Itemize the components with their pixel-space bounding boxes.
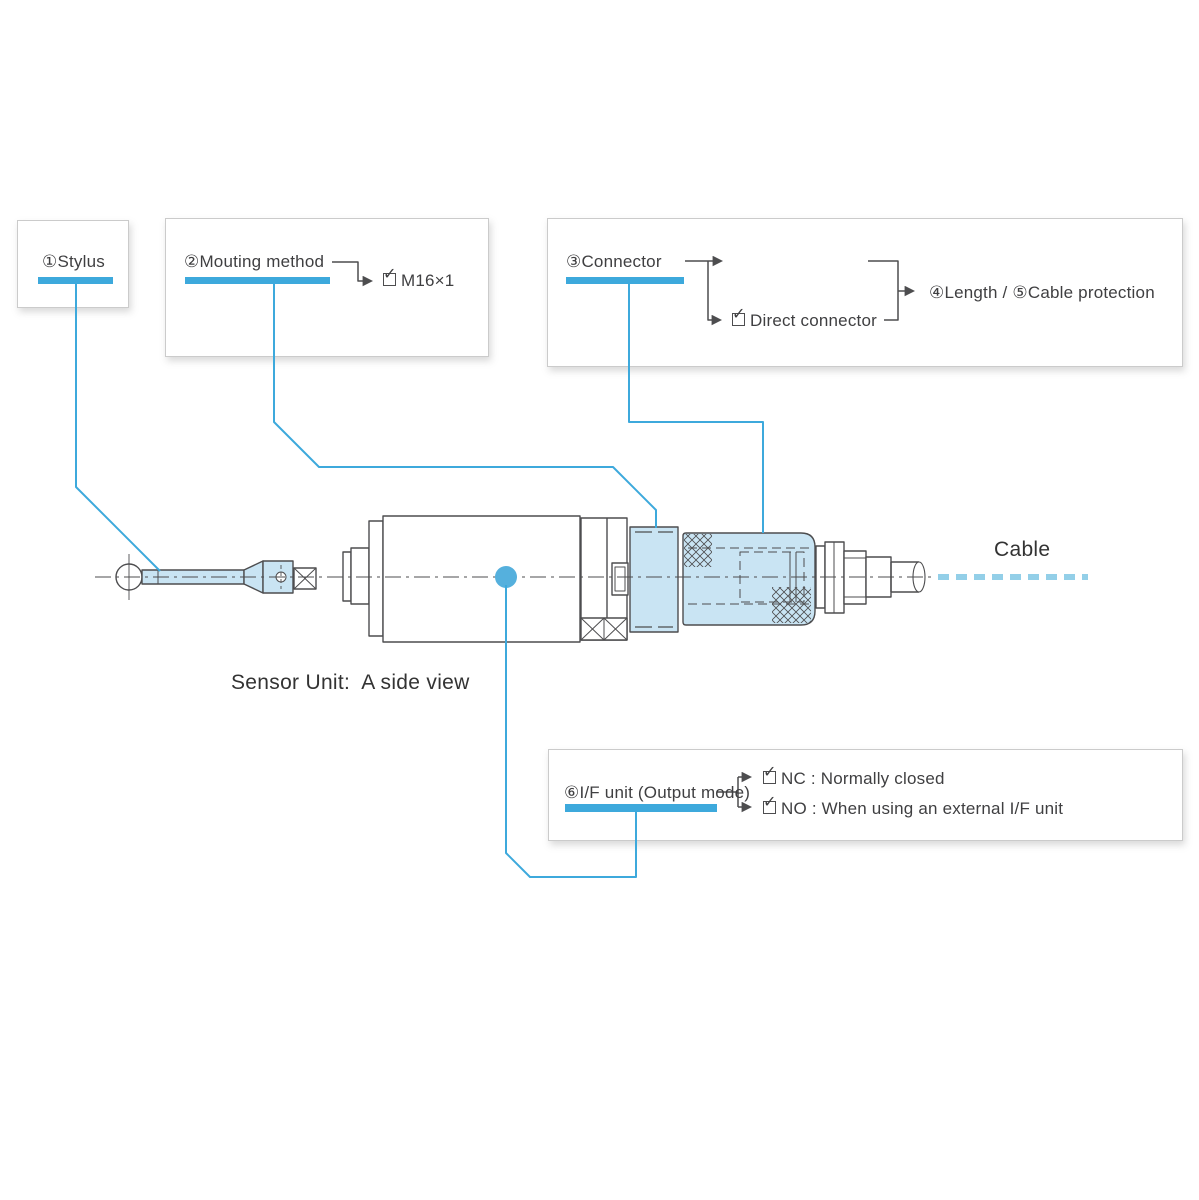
stylus-shaft <box>141 560 294 594</box>
checkbox-checked-icon: ✓ <box>763 765 776 784</box>
mounting-ring <box>629 526 679 633</box>
checkbox-checked-icon: ✓ <box>763 795 776 814</box>
if-unit-dot <box>495 566 517 588</box>
option-no: ✓ NO : When using an external I/F unit <box>763 795 1064 819</box>
drawing-caption: Sensor Unit: A side view <box>231 671 470 694</box>
option-m16x1-label: M16×1 <box>401 271 455 290</box>
cable-label: Cable <box>994 538 1051 561</box>
if-unit-label: ⑥I/F unit (Output mode) <box>564 783 751 802</box>
if-unit-underline <box>565 804 717 812</box>
mounting-label: ②Mouting method <box>184 252 325 271</box>
connector-body <box>682 532 816 626</box>
stylus-underline <box>38 277 113 284</box>
option-direct-connector-label: Direct connector <box>750 311 877 330</box>
stylus-label: ①Stylus <box>42 252 105 271</box>
stylus-leader-line <box>75 284 161 572</box>
checkbox-checked-icon: ✓ <box>383 267 396 286</box>
option-nc: ✓ NC : Normally closed <box>763 765 945 789</box>
mounting-underline <box>185 277 330 284</box>
connector-result-label: ④Length / ⑤Cable protection <box>929 283 1155 302</box>
if-unit-box <box>548 749 1183 841</box>
stylus-ball <box>115 554 143 600</box>
option-nc-label: NC : Normally closed <box>781 769 945 788</box>
option-no-label: NO : When using an external I/F unit <box>781 799 1064 818</box>
checkbox-checked-icon: ✓ <box>732 307 745 326</box>
cable-gland <box>815 541 926 614</box>
connector-label: ③Connector <box>566 252 662 271</box>
option-direct-connector: ✓ Direct connector <box>732 307 877 331</box>
mounting-flange <box>342 520 384 637</box>
clamp-symbol <box>293 567 317 590</box>
sensor-body <box>382 515 629 643</box>
connector-underline <box>566 277 684 284</box>
option-m16x1: ✓ M16×1 <box>383 267 455 291</box>
